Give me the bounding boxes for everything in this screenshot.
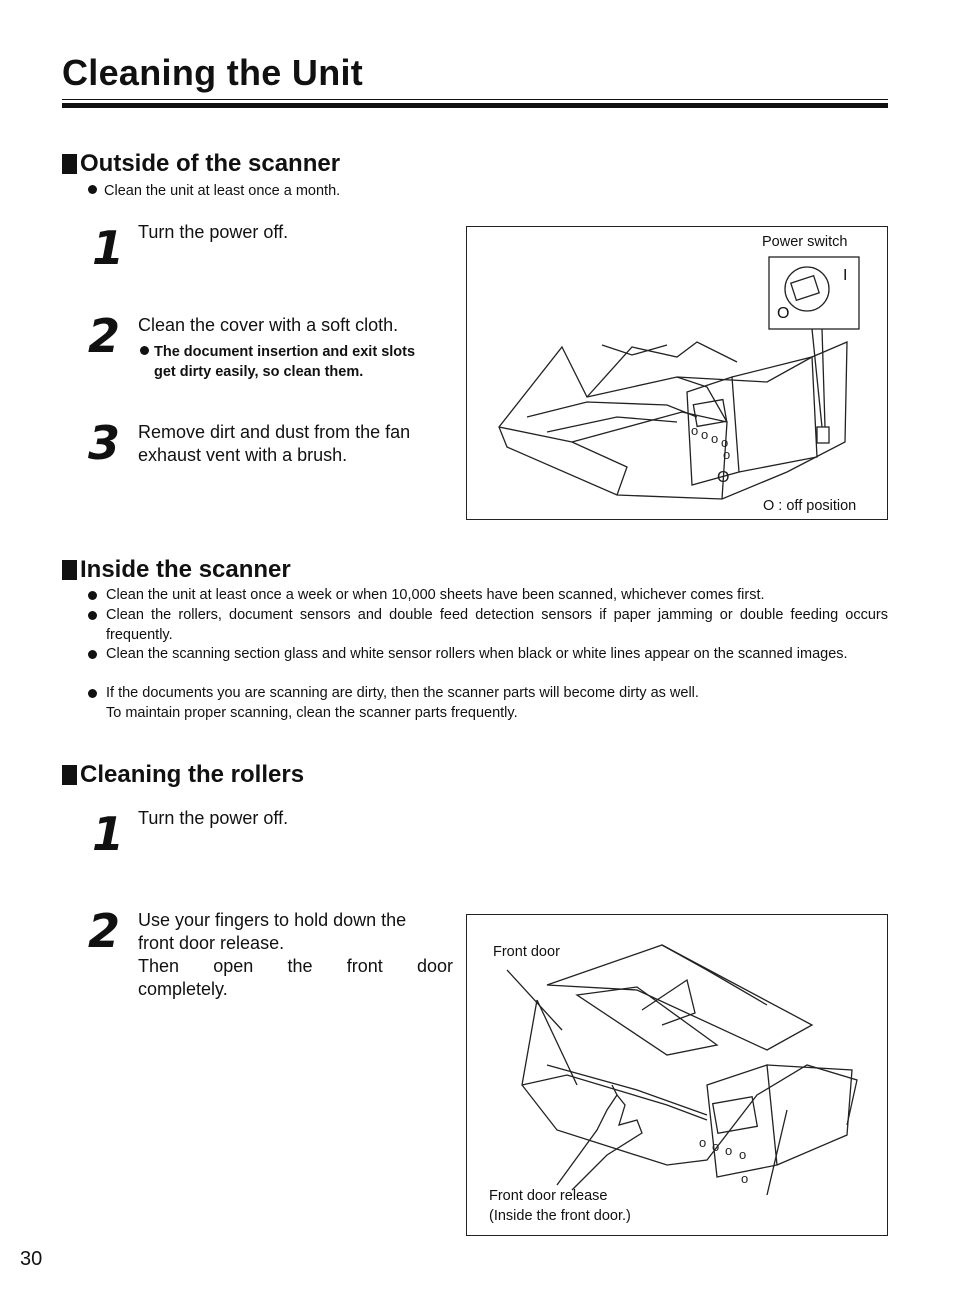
- page-title: Cleaning the Unit: [62, 52, 364, 93]
- svg-text:o: o: [712, 1139, 719, 1154]
- step-number: 2: [88, 904, 121, 958]
- bullet-icon: [88, 591, 97, 600]
- off-symbol: O: [777, 305, 790, 322]
- front-door-label: Front door: [493, 944, 560, 960]
- step-text: Remove dirt and dust from the fan: [138, 422, 411, 442]
- title-rule-thick: [62, 103, 888, 108]
- bullet-icon: [140, 346, 149, 355]
- step-number: 1: [92, 807, 125, 861]
- heading-rollers-text: Cleaning the rollers: [80, 761, 305, 788]
- bullet-icon: [88, 689, 97, 698]
- figure-power-switch: Power switch o o: [466, 226, 888, 520]
- step-number: 3: [88, 416, 121, 470]
- scanner-illustration: o o o o o O: [498, 256, 860, 500]
- list-item-text: Clean the rollers, document sensors and …: [106, 607, 888, 643]
- list-item: Clean the rollers, document sensors and …: [88, 606, 888, 645]
- list-item-text: If the documents you are scanning are di…: [106, 685, 699, 701]
- bullet-icon: [88, 185, 97, 194]
- step-text: exhaust vent with a brush.: [138, 445, 348, 465]
- list-item: Clean the unit at least once a week or w…: [88, 586, 888, 606]
- bullet-icon: [88, 611, 97, 620]
- svg-text:O: O: [717, 469, 729, 486]
- svg-text:o: o: [739, 1147, 746, 1162]
- svg-text:o: o: [711, 431, 718, 446]
- list-item-text: Clean the unit at least once a week or w…: [106, 587, 765, 603]
- on-symbol: I: [843, 267, 848, 284]
- list-item: Clean the scanning section glass and whi…: [88, 645, 888, 665]
- page-number: 30: [20, 1248, 43, 1270]
- step-number: 2: [88, 309, 121, 363]
- list-item: If the documents you are scanning are di…: [88, 684, 888, 704]
- front-door-release-label: Front door release: [489, 1188, 608, 1204]
- svg-text:o: o: [723, 447, 730, 462]
- step-subnote-line2: get dirty easily, so clean them.: [154, 364, 364, 380]
- heading-inside-text: Inside the scanner: [80, 556, 291, 583]
- step-number: 1: [92, 221, 125, 275]
- step-text: front door release.: [138, 933, 285, 953]
- heading-inside: Inside the scanner: [62, 556, 291, 584]
- list-item-text: Clean the scanning section glass and whi…: [106, 646, 848, 662]
- heading-square-icon: [62, 560, 77, 580]
- svg-text:o: o: [741, 1171, 748, 1186]
- scanner-front-illustration: o o o o o: [506, 944, 858, 1196]
- off-position-note: O : off position: [763, 498, 857, 514]
- bullet-icon: [88, 650, 97, 659]
- step-subnote: The document insertion and exit slots: [140, 342, 415, 362]
- step-text: Then open the front door: [138, 956, 453, 976]
- step-text: Clean the cover with a soft cloth.: [138, 315, 399, 335]
- step-text: Turn the power off.: [138, 222, 289, 242]
- heading-outside: Outside of the scanner: [62, 150, 340, 178]
- figure-front-door: Front door o o o o: [466, 914, 888, 1236]
- svg-text:o: o: [691, 423, 698, 438]
- svg-text:o: o: [699, 1135, 706, 1150]
- heading-square-icon: [62, 765, 77, 785]
- heading-rollers: Cleaning the rollers: [62, 761, 304, 789]
- power-switch-label: Power switch: [762, 234, 848, 250]
- heading-outside-text: Outside of the scanner: [80, 150, 341, 177]
- svg-text:o: o: [701, 427, 708, 442]
- title-rule-thin: [62, 99, 888, 100]
- step-text: completely.: [138, 979, 228, 999]
- outside-note-text: Clean the unit at least once a month.: [104, 183, 341, 199]
- inside-continuation: To maintain proper scanning, clean the s…: [106, 705, 518, 721]
- heading-square-icon: [62, 154, 77, 174]
- outside-note: Clean the unit at least once a month.: [88, 182, 340, 202]
- step-text: Use your fingers to hold down the: [138, 910, 407, 930]
- front-door-release-sub: (Inside the front door.): [489, 1208, 631, 1224]
- svg-text:o: o: [725, 1143, 732, 1158]
- step-text: Turn the power off.: [138, 808, 289, 828]
- svg-text:o: o: [721, 435, 728, 450]
- step-subnote-line1: The document insertion and exit slots: [154, 344, 416, 360]
